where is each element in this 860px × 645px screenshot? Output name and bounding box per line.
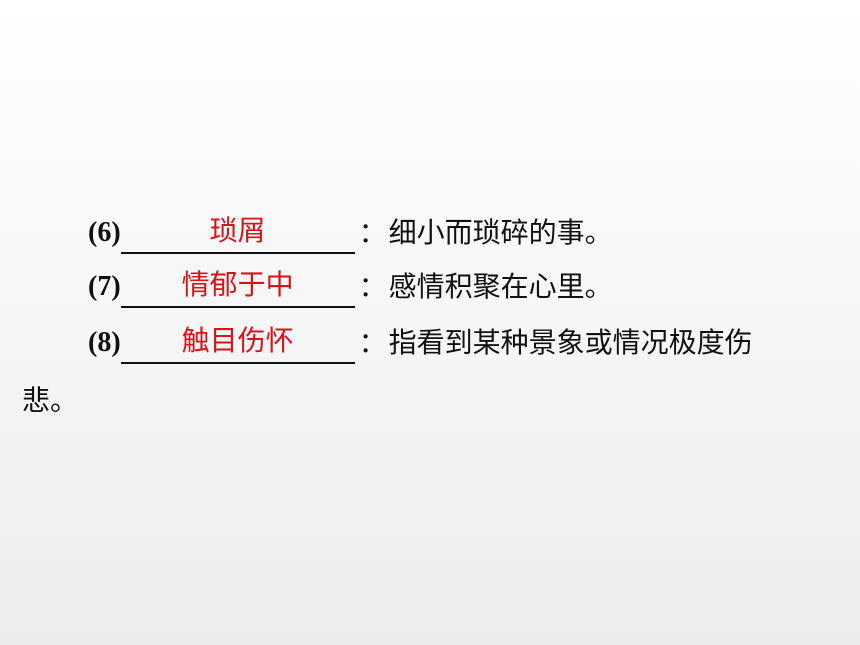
colon: ： bbox=[358, 216, 387, 249]
definition-continuation: 悲。 bbox=[22, 384, 79, 417]
item-number: (7) bbox=[88, 271, 121, 302]
item-6: (6) 琐屑 ： 细小而琐碎的事。 bbox=[88, 212, 613, 254]
item-number: (6) bbox=[88, 217, 121, 248]
item-number: (8) bbox=[88, 327, 121, 358]
item-8: (8) 触目伤怀 ： 指看到某种景象或情况极度伤 bbox=[88, 322, 753, 364]
definition-text: 细小而琐碎的事。 bbox=[388, 216, 613, 249]
answer-text: 情郁于中 bbox=[181, 268, 294, 301]
answer-text: 琐屑 bbox=[209, 214, 266, 247]
colon: ： bbox=[358, 270, 387, 303]
colon: ： bbox=[358, 326, 387, 359]
answer-blank: 触目伤怀 bbox=[120, 324, 355, 364]
answer-blank: 情郁于中 bbox=[120, 268, 355, 308]
item-7: (7) 情郁于中 ： 感情积聚在心里。 bbox=[88, 266, 613, 308]
answer-blank: 琐屑 bbox=[120, 214, 355, 254]
definition-text: 指看到某种景象或情况极度伤 bbox=[388, 326, 753, 359]
definition-text: 感情积聚在心里。 bbox=[388, 270, 613, 303]
answer-text: 触目伤怀 bbox=[181, 324, 294, 357]
